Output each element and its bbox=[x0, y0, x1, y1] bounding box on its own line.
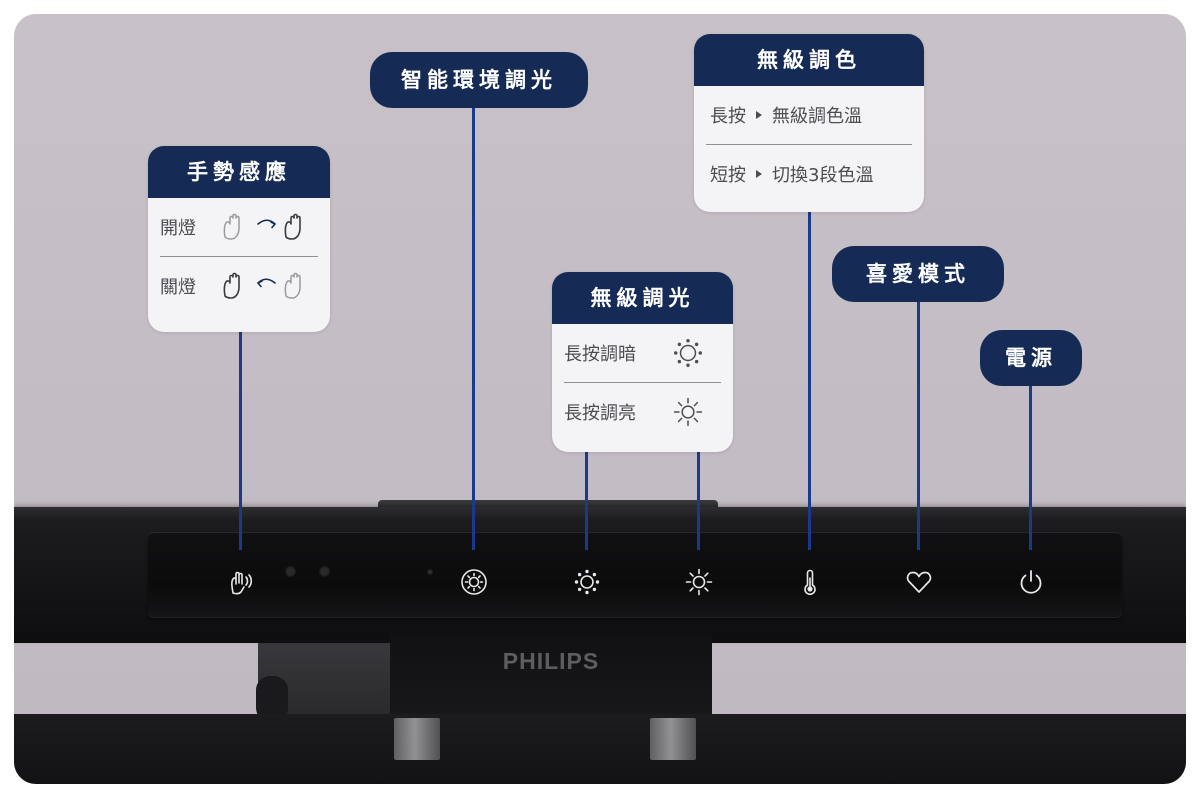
callout-row: 關燈 bbox=[148, 257, 330, 315]
callout-favorite: 喜愛模式 bbox=[832, 246, 1004, 302]
callout-title: 手勢感應 bbox=[148, 146, 330, 198]
connector-dim-up bbox=[697, 452, 700, 550]
row-text: 無級調色溫 bbox=[772, 106, 862, 127]
row-label: 關燈 bbox=[160, 277, 196, 298]
row-divider bbox=[160, 256, 318, 257]
sun-dim-icon bbox=[674, 339, 702, 367]
sun-bright-icon[interactable] bbox=[684, 567, 714, 597]
row-prefix: 短按 bbox=[710, 165, 746, 186]
connector-power bbox=[1029, 384, 1032, 550]
sensor-dot bbox=[427, 569, 433, 575]
mount-clip-left bbox=[394, 718, 440, 760]
product-image: PHILIPS bbox=[14, 14, 1186, 784]
mount-clip-right bbox=[650, 718, 696, 760]
connector-color-temp bbox=[808, 212, 811, 550]
ambient-light-icon[interactable] bbox=[459, 567, 489, 597]
sensor-dot bbox=[285, 566, 296, 577]
hand-swipe-right-icon bbox=[223, 213, 301, 240]
callout-dimming: 無級調光 長按調暗 長按調亮 bbox=[552, 272, 733, 452]
power-icon[interactable] bbox=[1016, 567, 1046, 597]
callout-color-temp: 無級調色 長按 無級調色溫 短按 切換3段色溫 bbox=[694, 34, 924, 212]
row-divider bbox=[706, 144, 912, 145]
row-label: 開燈 bbox=[160, 218, 196, 239]
sensor-dot bbox=[319, 566, 330, 577]
callout-title: 無級調光 bbox=[552, 272, 733, 324]
touch-control-panel bbox=[148, 532, 1122, 618]
callout-row: 長按 無級調色溫 bbox=[694, 86, 924, 144]
connector-gesture bbox=[239, 332, 242, 550]
hand-swipe-left-icon bbox=[223, 272, 301, 299]
triangle-right-icon bbox=[756, 111, 762, 119]
callout-power: 電源 bbox=[980, 330, 1082, 386]
connector-favorite bbox=[917, 300, 920, 550]
gesture-hand-icon[interactable] bbox=[227, 567, 257, 597]
heart-icon[interactable] bbox=[904, 567, 934, 597]
row-text: 切換3段色溫 bbox=[772, 165, 874, 186]
thermometer-icon[interactable] bbox=[795, 567, 825, 597]
callout-row: 長按調亮 bbox=[552, 383, 733, 441]
callout-gesture: 手勢感應 開燈 關燈 bbox=[148, 146, 330, 332]
sun-bright-icon bbox=[673, 397, 703, 427]
sun-dim-icon[interactable] bbox=[572, 567, 602, 597]
callout-row: 開燈 bbox=[148, 198, 330, 256]
callout-ambient: 智能環境調光 bbox=[370, 52, 588, 108]
brand-logo: PHILIPS bbox=[502, 648, 600, 674]
connector-dim-down bbox=[585, 452, 588, 550]
row-label: 長按調暗 bbox=[564, 344, 636, 365]
triangle-right-icon bbox=[756, 170, 762, 178]
callout-title: 無級調色 bbox=[694, 34, 924, 86]
row-prefix: 長按 bbox=[710, 106, 746, 127]
row-divider bbox=[564, 382, 721, 383]
callout-row: 長按調暗 bbox=[552, 324, 733, 382]
connector-ambient bbox=[472, 106, 475, 550]
monitor-edge bbox=[14, 714, 1186, 784]
callout-row: 短按 切換3段色溫 bbox=[694, 145, 924, 203]
row-label: 長按調亮 bbox=[564, 403, 636, 424]
